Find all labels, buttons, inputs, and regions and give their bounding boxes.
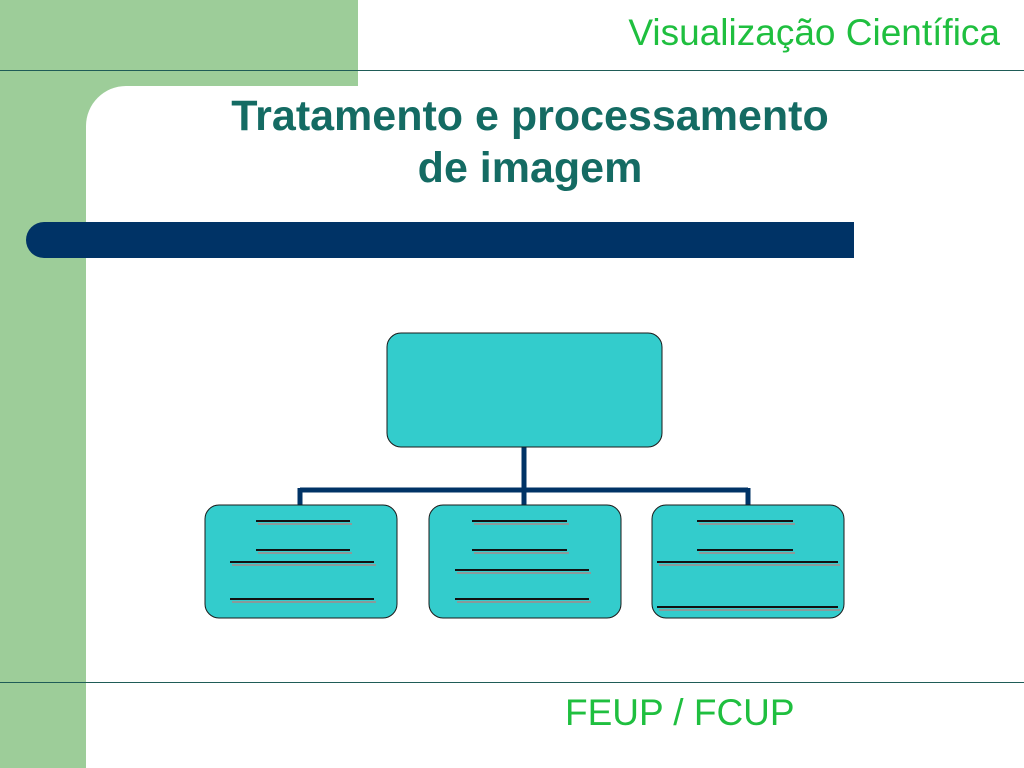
org-child-box-2[interactable] bbox=[428, 504, 622, 619]
org-chart-connectors bbox=[297, 447, 751, 506]
org-child-3-placeholder-lines bbox=[657, 520, 840, 611]
top-rule bbox=[0, 70, 1024, 71]
course-title: Visualização Científica bbox=[628, 12, 1000, 53]
side-band bbox=[0, 0, 86, 768]
org-child-2-placeholder-lines bbox=[455, 520, 591, 603]
bottom-rule bbox=[0, 682, 1024, 683]
org-child-box-3[interactable] bbox=[651, 504, 845, 619]
corner-curve bbox=[86, 86, 126, 126]
org-child-box-1[interactable] bbox=[204, 504, 398, 619]
slide-title: Tratamento e processamento de imagem bbox=[160, 90, 900, 194]
slide-title-line-2: de imagem bbox=[417, 144, 643, 192]
footer-institution: FEUP / FCUP bbox=[565, 692, 795, 733]
org-root-box[interactable] bbox=[386, 332, 663, 448]
slide-title-line-1: Tratamento e processamento bbox=[231, 92, 829, 140]
top-band bbox=[0, 0, 358, 86]
title-underline-bar bbox=[26, 222, 854, 258]
org-child-1-placeholder-lines bbox=[230, 520, 376, 603]
